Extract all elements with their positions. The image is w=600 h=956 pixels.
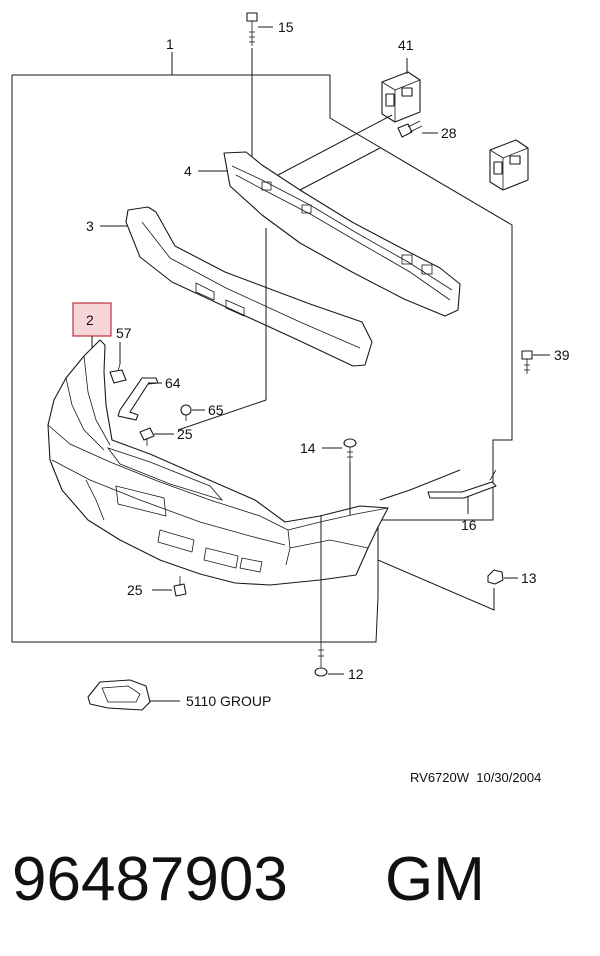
absorber-3 (125, 206, 373, 367)
callout-57: 57 (116, 325, 132, 341)
callout-12: 12 (348, 666, 364, 682)
bolt-15 (246, 12, 258, 46)
reference-line-right (299, 147, 381, 191)
bracket-41-mirror (489, 139, 529, 191)
beam-4 (223, 151, 461, 317)
bolt-28 (397, 120, 423, 138)
callout-65: 65 (208, 402, 224, 418)
callout-39: 39 (554, 347, 570, 363)
callout-3: 3 (86, 218, 94, 234)
callout-41: 41 (398, 37, 414, 53)
clip-57 (109, 363, 127, 384)
strip-16 (427, 469, 497, 499)
screw-12 (314, 640, 328, 677)
nut-13 (487, 569, 504, 585)
callout-group: 5110 GROUP (186, 693, 271, 709)
part-number: 96487903 (12, 845, 288, 914)
callout-25-lower: 25 (127, 582, 143, 598)
bracket-64 (117, 377, 159, 421)
callout-25-upper: 25 (177, 426, 193, 442)
bracket-leader (277, 114, 393, 176)
drawing-reference: RV6720W 10/30/2004 (410, 770, 541, 785)
nut-65 (180, 404, 192, 421)
highlight-box-2 (72, 302, 112, 337)
callout-15: 15 (278, 19, 294, 35)
callout-14: 14 (300, 440, 316, 456)
callout-28: 28 (441, 125, 457, 141)
fog-lamp-5110 (87, 679, 151, 711)
screw-25-upper (139, 427, 155, 446)
bumper-fascia-2 (47, 339, 389, 586)
bracket-41 (381, 71, 421, 123)
brand-name: GM (385, 845, 485, 914)
reference-line-16 (379, 469, 461, 501)
bolt-39 (521, 350, 533, 374)
screw-14 (343, 438, 357, 462)
assembly-outline (11, 74, 513, 643)
callout-16: 16 (461, 517, 477, 533)
callout-13: 13 (521, 570, 537, 586)
callout-4: 4 (184, 163, 192, 179)
reference-line-center (177, 228, 267, 431)
screw-25-lower (173, 576, 187, 597)
callout-64: 64 (165, 375, 181, 391)
callout-2: 2 (86, 312, 94, 328)
reference-line-13 (377, 559, 495, 611)
callout-1: 1 (166, 36, 174, 52)
